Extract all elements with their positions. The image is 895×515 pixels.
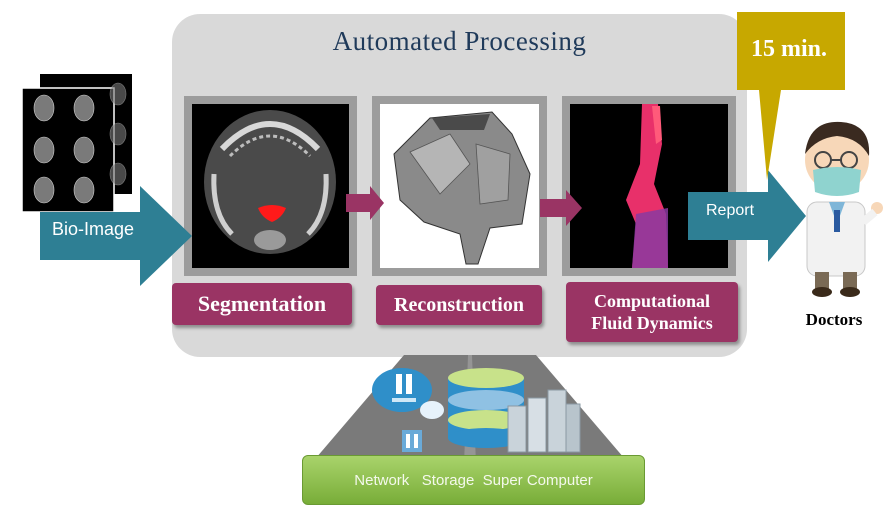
cloud-icon: [372, 368, 432, 412]
doctors-label: Doctors: [805, 310, 863, 329]
reconstruction-label: Reconstruction: [376, 285, 542, 325]
server-icon: [507, 389, 581, 453]
reconstruction-image: [372, 96, 547, 276]
infrastructure-bar: Network Storage Super Computer: [302, 455, 645, 505]
report-arrow: [688, 170, 806, 262]
time-callout: [737, 12, 849, 182]
segmentation-image: [184, 96, 357, 276]
cfd-image: [562, 96, 736, 276]
network-icon: [402, 401, 444, 452]
infrastructure-label: Network Storage Super Computer: [354, 471, 593, 489]
infrastructure-icons: [368, 360, 588, 460]
callout-text: 15 min.: [750, 36, 827, 62]
doctor-icon: [785, 112, 889, 302]
panel-title: Automated Processing: [332, 26, 587, 56]
cfd-label: Computational Fluid Dynamics: [566, 282, 738, 342]
segmentation-label: Segmentation: [172, 283, 352, 325]
flow-arrow-icon: [540, 190, 582, 226]
flow-arrow-icon: [346, 186, 384, 220]
bio-image-label: Bio-Image: [52, 219, 135, 239]
bio-image-arrow: [40, 186, 192, 286]
report-label: Report: [706, 202, 755, 219]
bio-image-stack: [21, 74, 134, 214]
